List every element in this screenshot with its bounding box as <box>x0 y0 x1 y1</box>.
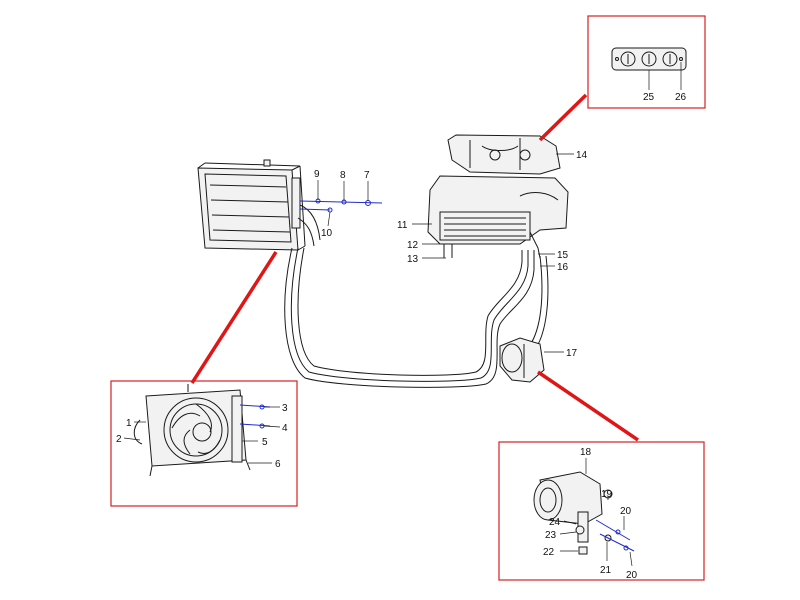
label-part-12: 12 <box>407 240 419 251</box>
condenser-fan-module <box>133 384 251 477</box>
label-part-20-lower: 20 <box>626 570 638 581</box>
label-part-22: 22 <box>543 547 555 558</box>
label-part-20-upper: 20 <box>620 506 632 517</box>
label-part-7: 7 <box>364 170 370 181</box>
label-part-25: 25 <box>643 92 655 103</box>
label-part-5: 5 <box>262 437 268 448</box>
compressor-bolts <box>595 519 635 552</box>
label-part-21: 21 <box>600 565 612 576</box>
label-part-9: 9 <box>314 169 320 180</box>
label-part-11: 11 <box>397 220 408 231</box>
condenser-bolts <box>299 198 383 213</box>
label-part-13: 13 <box>407 254 419 265</box>
callout-box-condenser-fan <box>110 380 298 507</box>
callout-box-compressor <box>498 441 705 581</box>
label-part-16: 16 <box>557 262 569 273</box>
label-part-1: 1 <box>126 418 132 429</box>
ac-control-panel <box>611 47 687 71</box>
label-part-23: 23 <box>545 530 557 541</box>
label-part-26: 26 <box>675 92 687 103</box>
label-part-10: 10 <box>321 228 333 239</box>
condenser-assembly <box>197 159 321 251</box>
condenser-fan-bolts <box>239 404 271 429</box>
label-part-18: 18 <box>580 447 592 458</box>
pointer-control-panel <box>538 93 588 142</box>
label-part-3: 3 <box>282 403 288 414</box>
compressor-detail <box>533 471 613 555</box>
label-part-19: 19 <box>601 489 613 500</box>
label-part-14: 14 <box>576 150 588 161</box>
leader-lines <box>123 62 682 567</box>
pointer-compressor <box>537 370 639 442</box>
label-part-24: 24 <box>549 517 561 528</box>
refrigerant-pipes <box>284 247 549 388</box>
pointer-condenser-fan <box>190 251 278 384</box>
label-part-17: 17 <box>566 348 578 359</box>
label-part-15: 15 <box>557 250 569 261</box>
hvac-evaporator-unit <box>427 175 569 259</box>
hvac-upper-housing <box>447 134 561 175</box>
label-part-6: 6 <box>275 459 281 470</box>
label-part-2: 2 <box>116 434 122 445</box>
label-part-4: 4 <box>282 423 288 434</box>
label-part-8: 8 <box>340 170 346 181</box>
compressor-assembly <box>499 337 545 383</box>
callout-box-control-panel <box>587 15 706 109</box>
part-number-labels: 9 8 7 10 11 12 13 14 15 16 17 25 26 1 2 … <box>116 92 687 581</box>
